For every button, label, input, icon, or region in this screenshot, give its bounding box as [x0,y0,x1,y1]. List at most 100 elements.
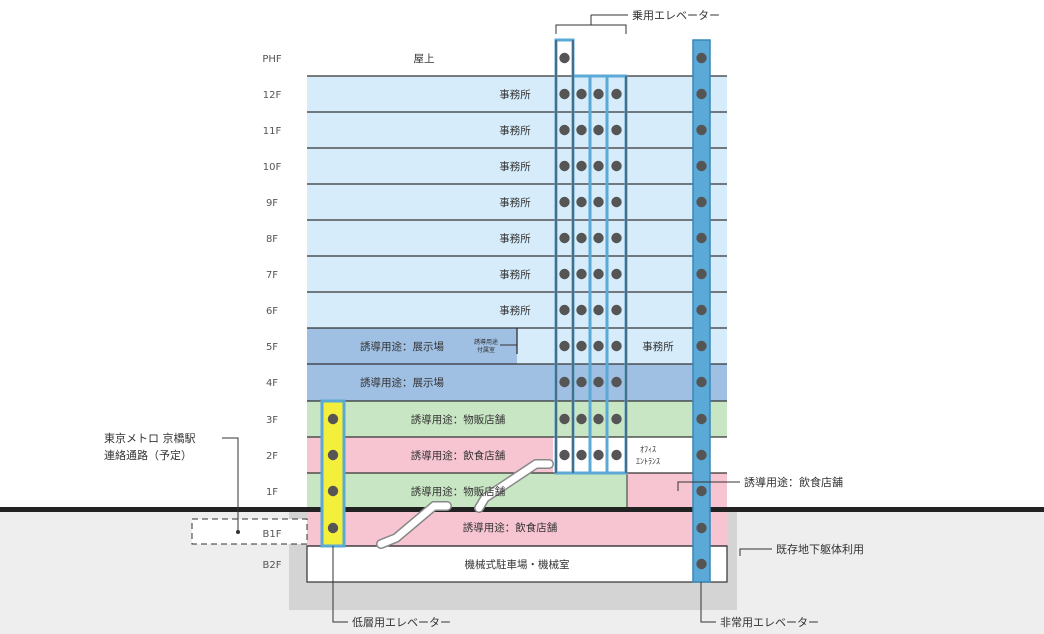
room-label-11f: 事務所 [499,124,531,137]
metro-label-line2: 連絡通路（予定） [104,448,192,462]
passenger-elevator-car [593,88,604,100]
f1-restaurant-leader [677,481,740,491]
passenger-elevator-car [559,413,570,425]
floor-lines [307,75,727,547]
existing-basement-label: 既存地下躯体利用 [776,542,864,556]
room-label-1f: 誘導用途：物販店舗 [411,485,506,498]
room-label-9f: 事務所 [499,196,531,209]
f4-exhibit-zone [307,364,727,401]
room-label-8f: 事務所 [499,232,531,245]
ground-line [0,507,1044,512]
f1-restaurant-callout: 誘導用途：飲食店舗 [744,475,843,489]
f1-retail-zone [307,473,627,510]
passenger-elevator-car [576,124,587,136]
passenger-elevator-car [559,340,570,352]
emergency-elevator-car [696,340,707,352]
floor-label: 3F [266,415,278,426]
passenger-elevator-car [559,196,570,208]
passenger-elevator-car [593,268,604,280]
f1-restaurant-zone [627,473,727,510]
passenger-elevator-car [559,232,570,244]
passenger-elevator-car [611,124,622,136]
room-label-10f: 事務所 [499,160,531,173]
emergency-elevator-car [696,160,707,172]
emergency-elevator-leader [700,582,716,623]
emergency-elevator-car [696,232,707,244]
low-floor-elevator-car [327,449,339,461]
room-label-5f-annex-1: 誘導用途 [474,338,498,346]
passenger-elevator-car [593,413,604,425]
passenger-elevator-car [559,376,570,388]
passenger-elevator-car [611,88,622,100]
room-label-5f-annex-2: 付属室 [477,346,495,354]
f2-restaurant-zone [307,437,553,473]
emergency-elevator-car [696,522,707,534]
passenger-elevator-car [611,340,622,352]
low-floor-elevator-label: 低層用エレベーター [352,616,451,629]
low-elevator-leader [332,546,348,623]
escalator-b1-1f [376,501,452,549]
passenger-elevator-car [559,52,570,64]
passenger-elevator-cars [559,52,622,461]
passenger-elevator-car [611,413,622,425]
passenger-elevator-car [559,449,570,461]
emergency-elevator-car [696,449,707,461]
low-floor-elevator-cars [327,413,339,534]
passenger-elevator-car [611,376,622,388]
passenger-elevator-car [611,449,622,461]
room-label-4f: 誘導用途：展示場 [360,376,444,389]
passenger-elevator-car [593,160,604,172]
passenger-elevator-car [593,449,604,461]
passenger-elevator-car [559,160,570,172]
passenger-elevator-car [593,124,604,136]
floor-label: PHF [262,54,282,65]
floor-label: 2F [266,451,278,462]
passenger-elevator-car [576,304,587,316]
metro-connection-passage [191,518,308,545]
passenger-elevator-car [611,304,622,316]
existing-basement-leader [739,548,772,556]
floor-label: 10F [263,162,282,173]
floor-label: 5F [266,342,278,353]
passenger-elevator-car [576,232,587,244]
passenger-elevator-car [593,340,604,352]
b1-restaurant-zone [307,510,727,546]
room-label-2f-entrance-2: ｴﾝﾄﾗﾝｽ [636,457,660,466]
floor-label: 12F [263,90,282,101]
rooftop-label: 屋上 [414,53,435,65]
passenger-elevator-car [576,268,587,280]
passenger-elevator-car [576,376,587,388]
floor-labels: PHF 12F 11F 10F 9F 8F 7F 6F 5F 4F 3F 2F … [262,54,282,571]
passenger-elevator-car [576,413,587,425]
room-label-2f: 誘導用途：飲食店舗 [411,449,506,462]
passenger-elevator-shafts [554,38,628,475]
room-label-5f-exhibit: 誘導用途：展示場 [360,340,444,353]
passenger-elevator-car [559,304,570,316]
passenger-elevator-car [611,268,622,280]
emergency-elevator-cars [696,52,707,570]
emergency-elevator-car [696,124,707,136]
emergency-elevator-car [696,304,707,316]
floor-label: 9F [266,198,278,209]
floor-label: 8F [266,234,278,245]
passenger-elevator-car [576,340,587,352]
floor-label: 4F [266,378,278,389]
metro-leader [222,437,239,532]
passenger-elevator-car [576,196,587,208]
passenger-elevator-car [559,88,570,100]
emergency-elevator-label: 非常用エレベーター [720,616,819,629]
low-floor-elevator-car [327,413,339,425]
passenger-elevator-car [576,160,587,172]
emergency-elevator-car [696,413,707,425]
passenger-elevator-car [576,88,587,100]
office-labels: 事務所 事務所 事務所 事務所 事務所 事務所 事務所 [499,88,531,317]
escalator-1f-2f [474,459,554,513]
emergency-elevator-car [696,52,707,64]
passenger-elevator-callout [555,14,628,34]
room-label-12f: 事務所 [499,88,531,101]
emergency-elevator-car [696,88,707,100]
room-label-7f: 事務所 [499,268,531,281]
floor-label: 1F [266,487,278,498]
passenger-elevator-car [559,124,570,136]
